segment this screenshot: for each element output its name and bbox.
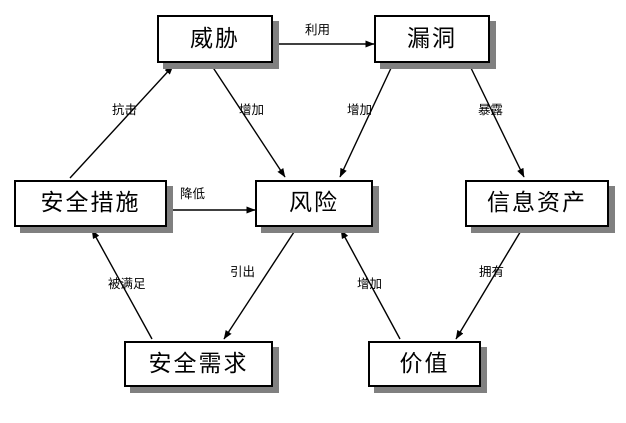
node-security-requirement[interactable]: 安全需求 [124,341,273,387]
node-value[interactable]: 价值 [368,341,481,387]
edge-label-expose: 暴露 [478,102,504,117]
edge-vuln-to-risk [339,65,393,178]
node-information-asset[interactable]: 信息资产 [465,180,609,227]
edge-label-exploit: 利用 [305,22,331,37]
node-label-risk: 风险 [289,190,339,216]
node-threat[interactable]: 威胁 [157,15,273,63]
edge-risk-to-requirement [223,228,297,340]
edge-asset-to-value [455,228,523,340]
node-label-information-asset: 信息资产 [487,190,587,216]
edge-label-reduce: 降低 [180,186,206,201]
node-security-control[interactable]: 安全措施 [14,180,167,227]
edge-threat-to-risk [211,65,286,178]
edge-vuln-to-asset [469,65,525,178]
edge-label-increase-vuln: 增加 [347,102,373,117]
edge-label-increase-threat: 增加 [239,102,265,117]
node-label-threat: 威胁 [190,25,240,52]
edge-label-increase-value: 增加 [357,276,383,291]
node-label-security-control: 安全措施 [40,190,141,216]
node-risk[interactable]: 风险 [255,180,373,227]
node-vulnerability[interactable]: 漏洞 [374,15,490,63]
node-label-security-requirement: 安全需求 [148,350,249,377]
edge-label-derive: 引出 [230,264,256,279]
edge-label-counteract: 抗击 [112,102,138,117]
edge-requirement-to-control [91,229,153,340]
edge-value-to-risk [340,229,401,340]
edge-control-to-threat [69,65,174,179]
edge-label-satisfied-by: 被满足 [108,276,146,291]
node-label-vulnerability: 漏洞 [407,25,457,52]
edge-label-own: 拥有 [479,264,505,279]
node-label-value: 价值 [399,350,450,377]
